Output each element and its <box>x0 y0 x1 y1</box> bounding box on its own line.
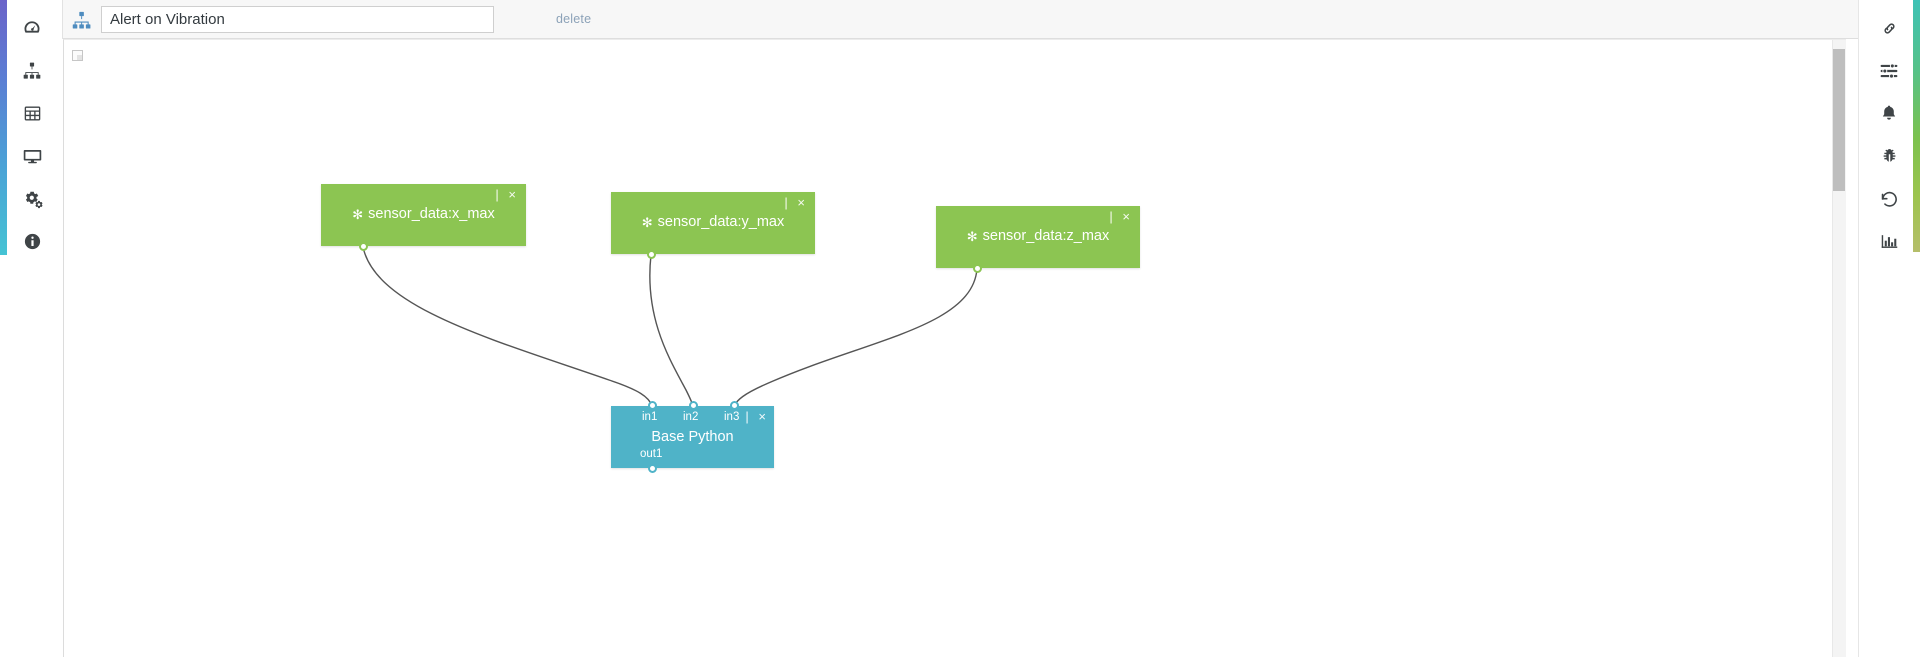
port-out1[interactable] <box>648 464 657 473</box>
node-label: ✻sensor_data:z_max <box>966 228 1110 244</box>
node-close-button[interactable]: | × <box>784 195 808 210</box>
gears-icon <box>25 191 43 208</box>
flow-node-base-python[interactable]: | × in1 in2 in3 Base Python out1 <box>611 401 774 473</box>
sitemap-icon <box>68 7 94 33</box>
panel-item-analytics[interactable] <box>1871 223 1907 259</box>
editor-header: delete <box>63 0 1858 39</box>
port-out[interactable] <box>647 250 656 259</box>
right-accent-gradient <box>1913 0 1920 252</box>
bell-icon <box>1882 105 1896 120</box>
sidebar-item-data[interactable] <box>14 95 50 131</box>
resize-handle-icon[interactable] <box>72 50 83 61</box>
node-close-button[interactable]: | × <box>495 187 519 202</box>
port-out1-label: out1 <box>640 448 663 460</box>
asterisk-icon: ✻ <box>352 207 364 222</box>
edge-z-to-in3 <box>733 268 978 407</box>
asterisk-icon: ✻ <box>641 215 653 230</box>
node-close-button[interactable]: | × <box>1109 209 1133 224</box>
node-close-button[interactable]: | × <box>745 409 769 424</box>
table-icon <box>24 105 40 121</box>
asterisk-icon: ✻ <box>966 229 978 244</box>
port-out[interactable] <box>973 264 982 273</box>
sidebar-item-info[interactable] <box>14 223 50 259</box>
port-in2-label: in2 <box>683 411 699 423</box>
sidebar-item-dashboard[interactable] <box>14 10 50 46</box>
sitemap-icon <box>23 62 41 79</box>
flow-node-sensor-z[interactable]: | × ✻sensor_data:z_max <box>936 206 1140 273</box>
port-in3-label: in3 <box>724 411 740 423</box>
bug-icon <box>1883 148 1895 162</box>
panel-item-connections[interactable] <box>1871 10 1907 46</box>
dashboard-icon <box>24 21 40 33</box>
port-in1-label: in1 <box>642 411 658 423</box>
panel-item-history[interactable] <box>1871 181 1907 217</box>
panel-item-debug[interactable] <box>1871 138 1907 174</box>
edge-y-to-in2 <box>649 254 694 407</box>
monitor-icon <box>23 149 41 163</box>
canvas-scrollbar-thumb[interactable] <box>1833 49 1845 191</box>
history-icon <box>1881 191 1897 207</box>
info-circle-icon <box>24 233 40 249</box>
port-out[interactable] <box>359 242 368 251</box>
node-label: ✻sensor_data:y_max <box>641 214 785 230</box>
flow-edges-layer <box>362 246 978 407</box>
canvas-scrollbar-track[interactable] <box>1832 40 1846 657</box>
edge-x-to-in1 <box>362 246 653 407</box>
flow-canvas[interactable]: | × ✻sensor_data:x_max | × ✻sensor_data:… <box>63 39 1846 657</box>
right-sidebar <box>1858 0 1920 657</box>
sliders-icon <box>1880 63 1898 79</box>
flow-canvas-container: | × ✻sensor_data:x_max | × ✻sensor_data:… <box>51 39 1858 657</box>
flow-node-sensor-y[interactable]: | × ✻sensor_data:y_max <box>611 192 815 259</box>
panel-item-properties[interactable] <box>1871 53 1907 89</box>
port-in3[interactable] <box>730 401 739 410</box>
panel-item-alerts[interactable] <box>1871 95 1907 131</box>
bar-chart-icon <box>1881 234 1897 248</box>
left-accent-gradient <box>0 0 7 255</box>
link-icon <box>1883 22 1895 34</box>
sidebar-item-flows[interactable] <box>14 53 50 89</box>
flow-node-sensor-x[interactable]: | × ✻sensor_data:x_max <box>321 184 526 251</box>
port-in2[interactable] <box>689 401 698 410</box>
flow-title-input[interactable] <box>101 6 494 33</box>
sidebar-item-devices[interactable] <box>14 138 50 174</box>
node-label: Base Python <box>651 429 734 445</box>
port-in1[interactable] <box>648 401 657 410</box>
node-label: ✻sensor_data:x_max <box>352 206 495 222</box>
sidebar-item-settings[interactable] <box>14 181 50 217</box>
delete-flow-link[interactable]: delete <box>556 12 592 26</box>
